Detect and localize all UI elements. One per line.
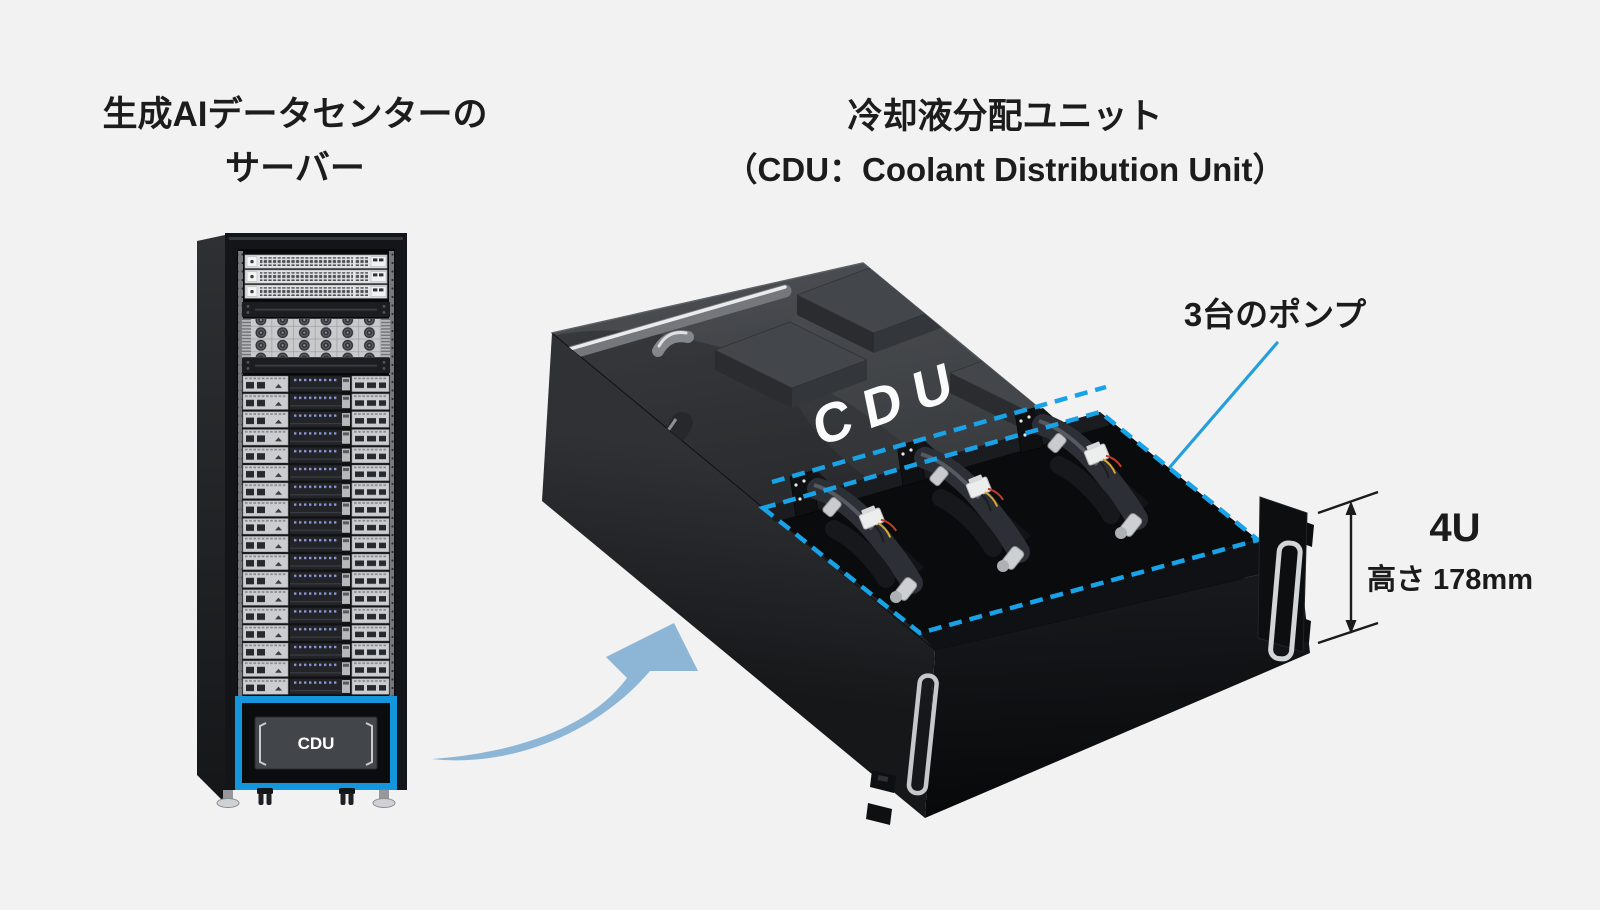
rack-fan-panel [241, 318, 391, 358]
height-dimension-arrow [1317, 490, 1379, 645]
cdu-highlight-border [235, 696, 397, 790]
rack-blank-panel [242, 302, 390, 317]
handle-left [906, 673, 939, 796]
rack-ear-right [1257, 496, 1314, 662]
rack-cdu-module: CDU [235, 696, 397, 790]
right-title: 冷却液分配ユニット （CDU：Coolant Distribution Unit… [620, 90, 1390, 196]
cdu-left-bracket-mark [259, 722, 267, 766]
server-rack-illustration: CDU [197, 233, 407, 808]
pump-bay [763, 407, 1300, 650]
pumps-callout-line [1168, 341, 1279, 469]
left-title-line2: サーバー [225, 149, 365, 188]
height-4u-label: 4U [1429, 506, 1481, 550]
cdu-right-bracket-mark [365, 722, 373, 766]
rack-feet [216, 788, 396, 808]
rack-blank-panel [242, 358, 390, 373]
handle-right [1268, 540, 1303, 662]
zoom-arrow [432, 623, 698, 761]
rack-cdu-label: CDU [298, 734, 335, 753]
pump-bay-dashed-outline [758, 384, 1263, 636]
right-title-line1: 冷却液分配ユニット [847, 97, 1163, 136]
left-title: 生成AIデータセンターの サーバー [60, 88, 530, 196]
right-title-line2: （CDU：Coolant Distribution Unit） [724, 151, 1286, 188]
rack-network-switches [244, 254, 388, 299]
pumps-callout-label: 3台のポンプ [1183, 296, 1367, 333]
cdu-illustration: CDU [432, 262, 1379, 825]
rack-ear-left [866, 673, 939, 825]
height-mm-label: 高さ 178mm [1366, 564, 1533, 596]
left-title-line1: 生成AIデータセンターの [102, 95, 488, 134]
rack-server-rows [242, 375, 390, 696]
